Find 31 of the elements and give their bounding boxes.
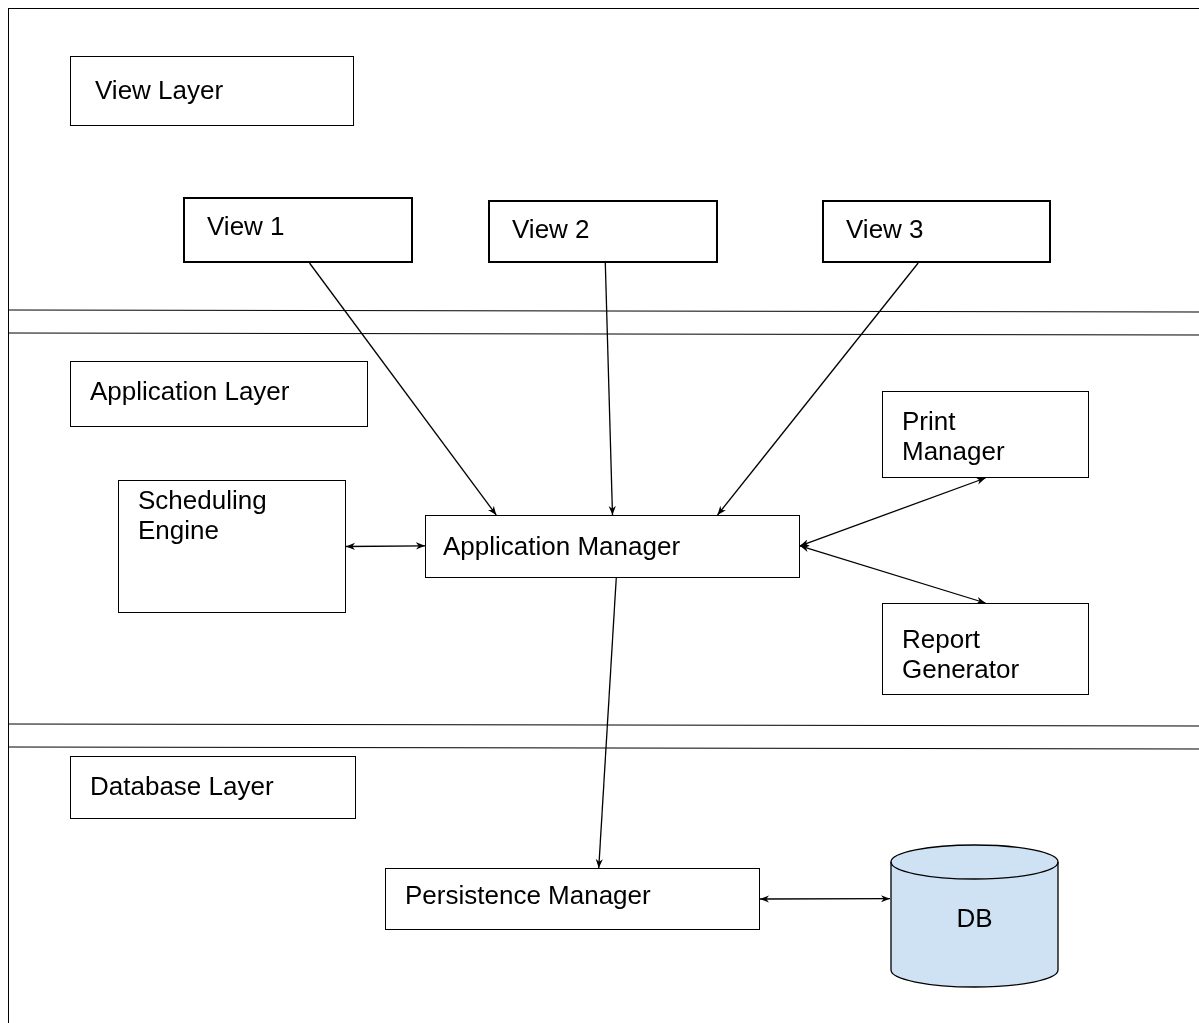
component-box <box>488 200 718 263</box>
node-label: View Layer <box>95 75 225 105</box>
node-label: Persistence Manager <box>405 880 652 910</box>
component-box <box>385 868 760 930</box>
node-label: View 2 <box>512 214 591 244</box>
node-label: Database Layer <box>90 771 275 801</box>
node-label: View 1 <box>207 211 286 241</box>
arrow <box>799 545 987 604</box>
component-box <box>822 200 1051 263</box>
component-box <box>425 515 800 578</box>
node-label: Print Manager <box>902 406 1006 466</box>
component-box <box>70 756 356 819</box>
node-label: Report Generator <box>902 624 1021 684</box>
node-label: Scheduling Engine <box>138 485 268 545</box>
component-box <box>70 361 368 427</box>
arrow <box>308 262 497 516</box>
arrow <box>759 895 891 903</box>
component-box <box>183 197 413 263</box>
node-label: DB <box>955 902 994 935</box>
arrow <box>604 262 616 516</box>
node-label: View 3 <box>846 214 925 244</box>
arrow <box>799 477 987 547</box>
node-label: Application Manager <box>443 531 682 561</box>
arrow <box>716 262 919 516</box>
arrow <box>595 577 617 869</box>
arrow <box>345 542 426 551</box>
component-box <box>882 391 1089 478</box>
node-label: Application Layer <box>90 376 291 406</box>
component-box <box>882 603 1089 695</box>
component-box <box>118 480 346 613</box>
component-box <box>70 56 354 126</box>
